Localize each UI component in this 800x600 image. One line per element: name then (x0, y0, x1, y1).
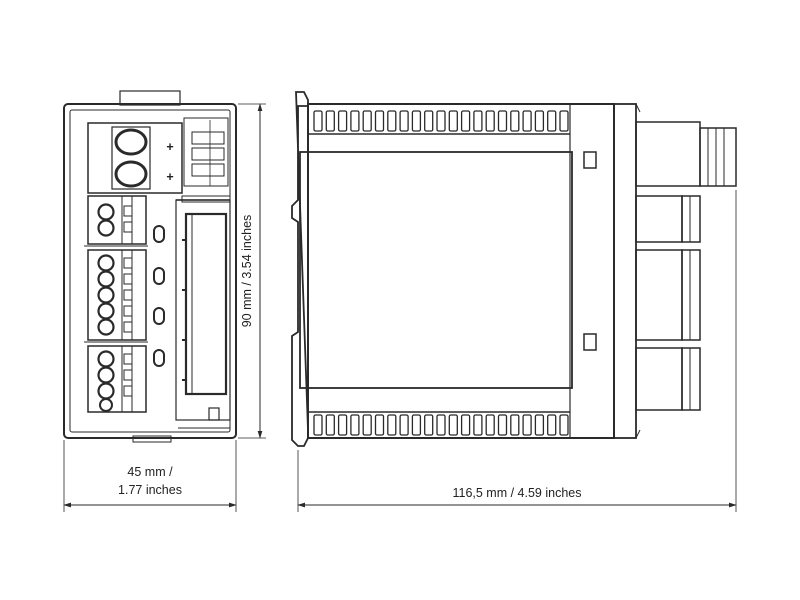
vent-slot (436, 110, 446, 132)
marker-top (583, 151, 597, 169)
plus-symbol-top: + (166, 140, 173, 154)
width-label-line1: 45 mm / (127, 465, 173, 479)
vent-slot (424, 414, 434, 436)
bottom-vent-slots (313, 414, 569, 436)
screw-terminal-top (114, 128, 148, 156)
status-indicators (153, 225, 165, 367)
vent-slot (374, 414, 385, 436)
side-view (291, 91, 737, 447)
vent-slot (387, 414, 397, 436)
vent-slot (460, 414, 471, 436)
vent-slot (510, 414, 520, 436)
vent-slot (411, 110, 422, 132)
marker-bottom (583, 333, 597, 351)
top-vent-slots (313, 110, 569, 132)
vent-slot (559, 414, 569, 436)
vent-slot (547, 110, 557, 132)
vent-slot (510, 110, 520, 132)
width-label-line2: 1.77 inches (118, 483, 182, 497)
vent-slot (399, 110, 409, 132)
plus-symbol-bottom: + (166, 170, 173, 184)
side-label-panel (299, 151, 573, 389)
depth-label: 116,5 mm / 4.59 inches (452, 486, 581, 500)
vent-slot (362, 414, 372, 436)
side-connectors (635, 121, 737, 411)
front-view: + + (63, 90, 237, 443)
vent-slot (325, 414, 335, 436)
vent-slot (399, 414, 409, 436)
terminal-block-2 (87, 249, 147, 341)
vent-slot (473, 110, 483, 132)
vent-slot (350, 414, 360, 436)
vent-slot (374, 110, 385, 132)
dimension-lines (63, 103, 737, 512)
vent-slot (350, 110, 360, 132)
front-housing (63, 103, 237, 439)
vent-slot (485, 414, 495, 436)
vent-slot (448, 414, 458, 436)
vent-slot (473, 414, 483, 436)
module-bay (175, 195, 231, 429)
front-face-edge (613, 103, 637, 439)
vent-slot (448, 110, 458, 132)
vent-slot (337, 414, 348, 436)
terminal-block-3 (87, 345, 147, 413)
terminal-block-1 (87, 195, 147, 245)
vent-slot (497, 414, 508, 436)
vent-slot (460, 110, 471, 132)
bottom-foot (132, 435, 172, 443)
vent-slot (411, 414, 422, 436)
vent-slot (436, 414, 446, 436)
vent-slot (387, 110, 397, 132)
vent-slot (534, 414, 545, 436)
height-label: 90 mm / 3.54 inches (240, 215, 254, 328)
vent-slot (547, 414, 557, 436)
screw-terminal-bottom (114, 160, 148, 188)
vent-slot (559, 110, 569, 132)
vent-slot (534, 110, 545, 132)
power-connector: + + (87, 117, 229, 194)
vent-slot (313, 110, 323, 132)
vent-slot (337, 110, 348, 132)
top-tab (119, 90, 181, 106)
vent-slot (522, 110, 532, 132)
vent-slot (485, 110, 495, 132)
vent-slot (362, 110, 372, 132)
vent-slot (313, 414, 323, 436)
vent-slot (497, 110, 508, 132)
vent-slot (424, 110, 434, 132)
vent-slot (325, 110, 335, 132)
vent-slot (522, 414, 532, 436)
